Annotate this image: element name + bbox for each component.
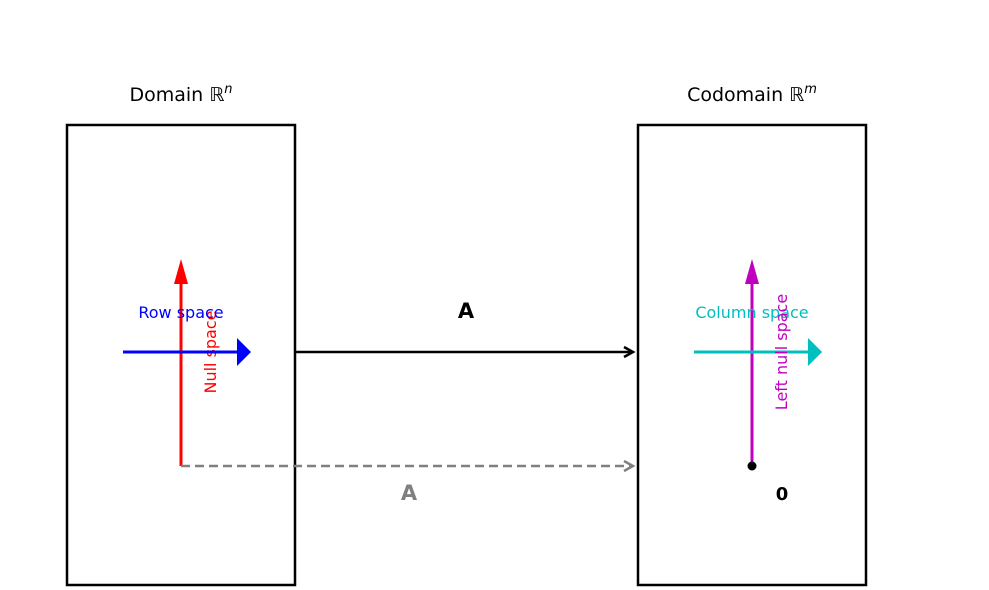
domain-title-symbol: ℝ <box>209 84 224 106</box>
column-space-arrowhead <box>808 338 822 366</box>
map-label-null-to-zero: A <box>401 481 418 505</box>
domain-title-text: Domain <box>129 84 209 106</box>
domain-title: Domain ℝn <box>129 82 232 106</box>
codomain-title: Codomain ℝm <box>687 82 817 106</box>
zero-vector-label: 0 <box>776 484 789 505</box>
codomain-title-exponent: m <box>804 82 817 97</box>
left-null-space-arrowhead <box>745 259 759 284</box>
row-space-label: Row space <box>138 303 223 322</box>
column-space-label: Column space <box>695 303 808 322</box>
domain-title-exponent: n <box>224 82 232 97</box>
map-arrowhead-row-to-column <box>623 345 636 359</box>
domain-box <box>65 123 297 587</box>
map-arrowhead-null-to-zero <box>623 459 636 473</box>
row-space-arrowhead <box>237 338 251 366</box>
map-label-row-to-column: A <box>458 299 475 323</box>
zero-vector-dot <box>747 461 757 471</box>
codomain-box <box>636 123 868 587</box>
codomain-title-text: Codomain <box>687 84 789 106</box>
left-null-space-label: Left null space <box>772 294 791 410</box>
codomain-title-symbol: ℝ <box>789 84 804 106</box>
null-space-arrowhead <box>174 259 188 284</box>
